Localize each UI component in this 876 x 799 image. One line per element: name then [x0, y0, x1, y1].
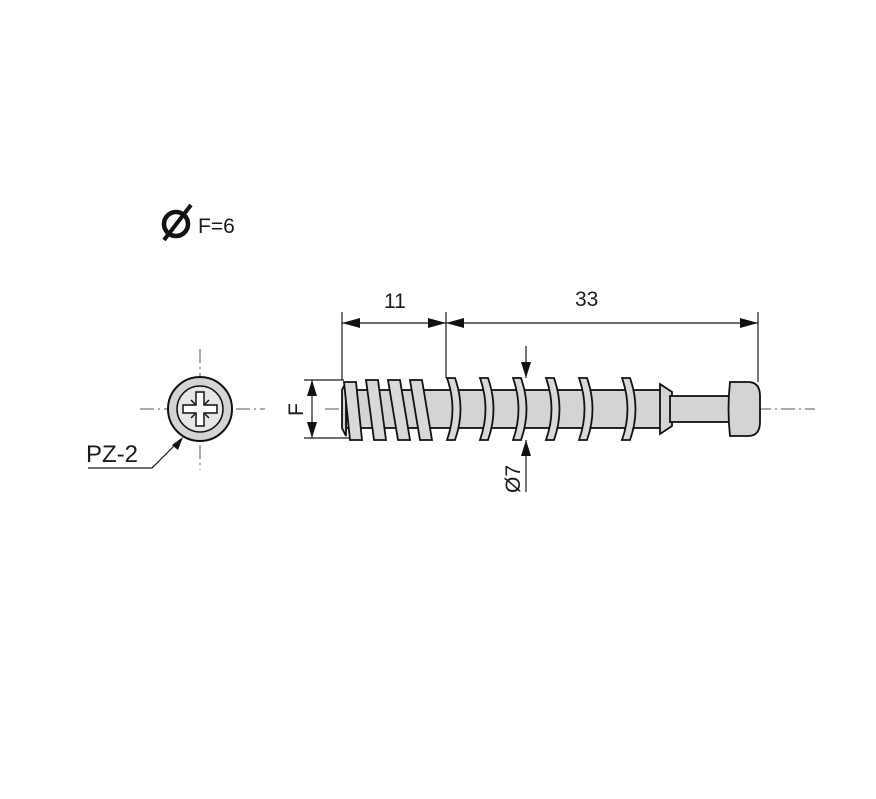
end-view: PZ-2 [86, 349, 265, 470]
diameter-symbol-icon [161, 203, 193, 242]
diameter-spec: F=6 [161, 203, 235, 242]
length-dimensions [341, 312, 759, 382]
thread-diameter-label: F [285, 403, 308, 416]
pozidriv-recess-icon [182, 391, 218, 427]
side-view: 11 33 F Ø7 [285, 288, 815, 493]
ring-threads [445, 377, 637, 441]
thread-diameter-dimension [304, 379, 350, 439]
drive-type-label: PZ-2 [86, 441, 138, 468]
outer-diameter-label: Ø7 [502, 465, 525, 493]
total-length-label: 33 [575, 288, 598, 311]
outer-diameter-dimension [521, 346, 531, 492]
tip-threads [343, 379, 434, 441]
pz-leader [88, 437, 183, 469]
diameter-spec-text: F=6 [198, 215, 235, 238]
thread-length-label: 11 [384, 290, 406, 313]
